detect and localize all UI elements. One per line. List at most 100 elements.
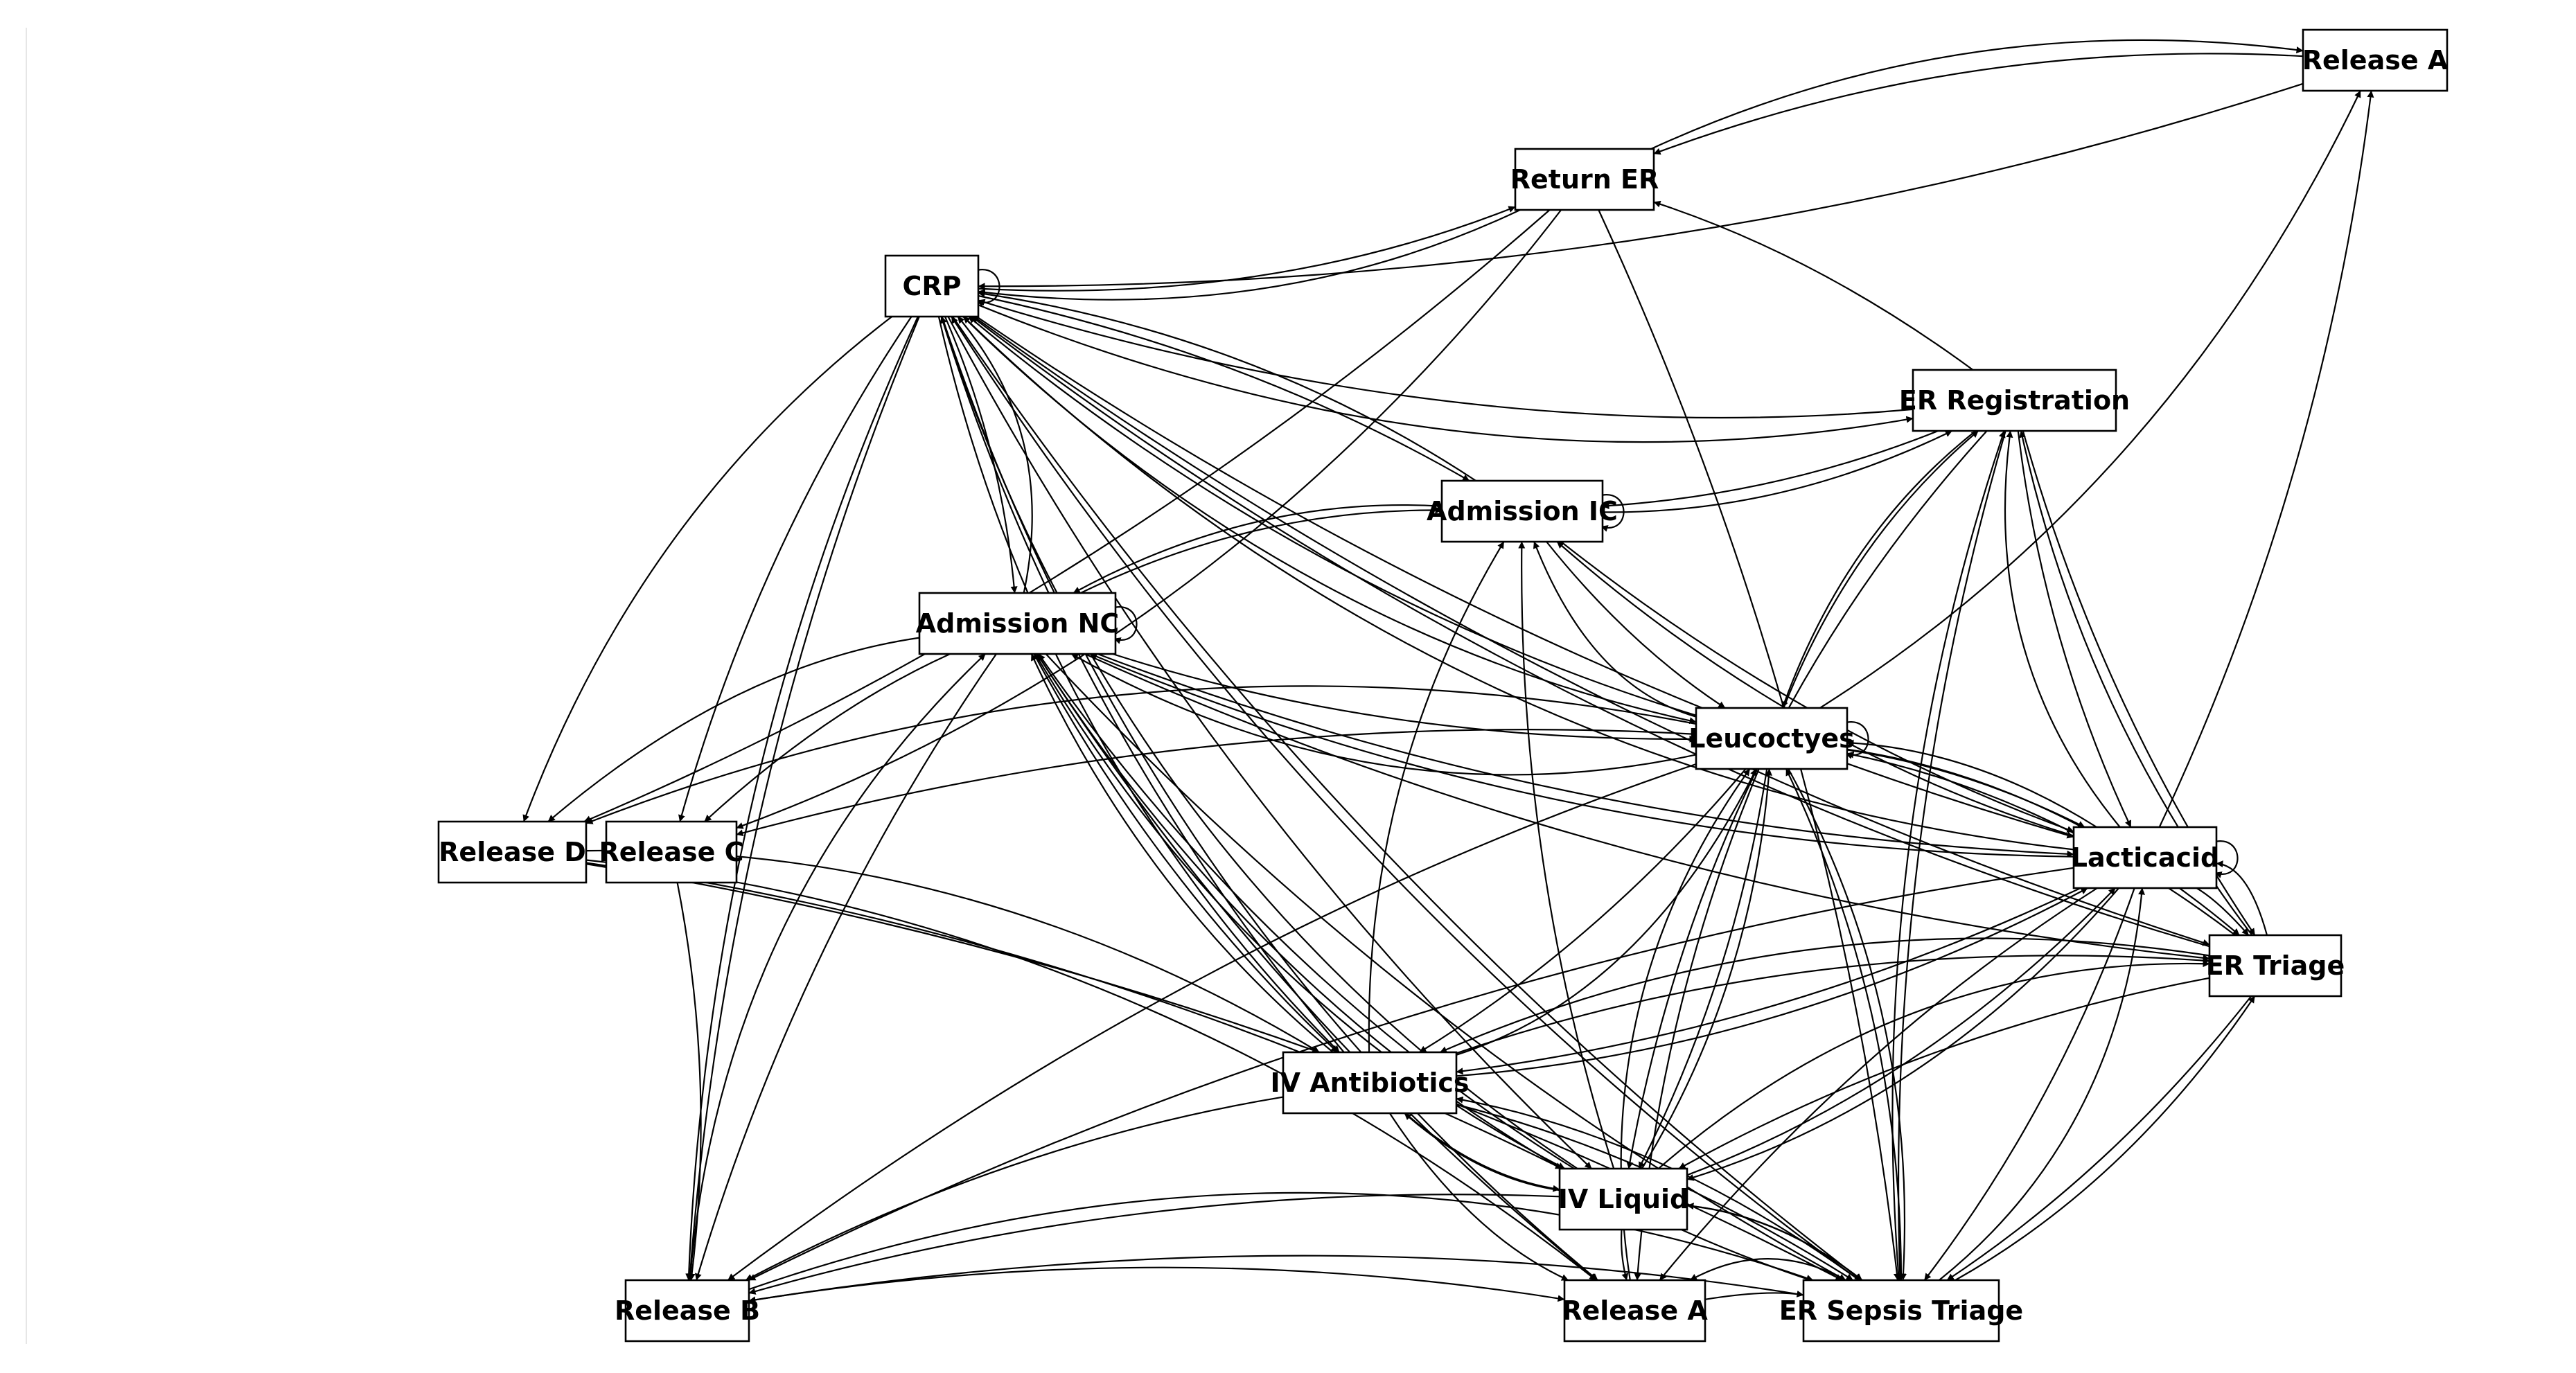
node-label: IV Liquid bbox=[1558, 1184, 1689, 1214]
edge-layer bbox=[522, 39, 2374, 1304]
edge-crp-to-er-sepsis-triage bbox=[952, 316, 1862, 1281]
edge-iv-antibiotics-to-leucocytes bbox=[1456, 768, 1757, 1056]
edge-admission-nc-to-release-c bbox=[704, 653, 951, 822]
node-label: Lacticacid bbox=[2071, 842, 2220, 873]
edge-leucocytes-to-release-c bbox=[736, 729, 1697, 837]
edge-leucocytes-to-release-d bbox=[585, 685, 1697, 824]
edge-return-er-to-crp bbox=[978, 209, 1521, 301]
edge-crp-to-lacticacid bbox=[976, 316, 2074, 839]
node-box bbox=[1912, 369, 2117, 432]
node-label: Leucoctyes bbox=[1688, 723, 1855, 754]
node-er-sepsis-triage[interactable]: ER Sepsis Triage bbox=[1779, 1279, 2023, 1343]
edge-release-a-bottom-to-er-sepsis-triage bbox=[1704, 1290, 1804, 1300]
edge-iv-liquid-to-lacticacid bbox=[1686, 887, 2116, 1176]
edge-crp-to-release-a-bottom bbox=[941, 316, 1598, 1281]
edge-iv-antibiotics-to-lacticacid bbox=[1456, 887, 2088, 1077]
edge-release-b-to-release-a-bottom bbox=[748, 1266, 1565, 1302]
node-admission-ic[interactable]: Admission IC bbox=[1427, 479, 1618, 543]
edge-admission-ic-to-er-registration bbox=[1602, 430, 1952, 513]
node-box bbox=[1802, 1279, 2000, 1343]
node-er-triage[interactable]: ER Triage bbox=[2206, 934, 2345, 998]
edge-return-er-to-release-a-top bbox=[1650, 39, 2304, 150]
node-iv-antibiotics[interactable]: IV Antibiotics bbox=[1270, 1051, 1470, 1115]
edge-admission-nc-to-crp bbox=[957, 316, 1033, 594]
edge-er-sepsis-triage-to-release-b bbox=[748, 1255, 1804, 1304]
edge-return-er-to-release-d bbox=[583, 209, 1551, 823]
node-release-c[interactable]: Release C bbox=[599, 820, 744, 884]
edge-er-triage-to-leucocytes bbox=[1846, 751, 2236, 936]
edge-iv-antibiotics-to-release-b bbox=[745, 1096, 1284, 1281]
edge-admission-nc-to-admission-ic bbox=[1080, 506, 1443, 594]
edge-er-triage-to-crp bbox=[971, 316, 2210, 948]
edge-er-registration-to-leucocytes bbox=[1781, 430, 1977, 709]
edge-crp-to-iv-liquid bbox=[947, 316, 1592, 1169]
edge-er-sepsis-triage-to-er-triage bbox=[1955, 995, 2256, 1281]
node-box bbox=[1695, 707, 1849, 770]
edge-leucocytes-to-iv-antibiotics bbox=[1419, 768, 1747, 1053]
edge-er-triage-to-lacticacid bbox=[2216, 860, 2268, 936]
edge-release-c-to-release-b bbox=[676, 882, 702, 1281]
self-loop-crp bbox=[973, 269, 1000, 307]
edge-crp-to-er-triage bbox=[973, 316, 2210, 946]
node-admission-nc[interactable]: Admission NC bbox=[916, 592, 1120, 655]
edge-admission-nc-to-leucocytes bbox=[1112, 653, 1697, 743]
edge-lacticacid-to-er-registration bbox=[2004, 430, 2121, 828]
node-release-d[interactable]: Release D bbox=[437, 820, 588, 884]
edge-return-er-to-release-c bbox=[736, 209, 1562, 829]
node-box bbox=[884, 254, 980, 318]
edge-admission-ic-to-crp bbox=[978, 290, 1476, 481]
edge-er-registration-to-crp bbox=[978, 299, 1914, 419]
edge-crp-to-iv-antibiotics bbox=[937, 316, 1340, 1053]
self-loop-layer bbox=[973, 269, 2239, 878]
self-loop-admission-ic bbox=[1598, 494, 1625, 532]
edge-admission-nc-to-release-a-bottom bbox=[1036, 653, 1598, 1281]
edge-leucocytes-to-admission-ic bbox=[1533, 541, 1697, 718]
edge-er-sepsis-triage-to-leucocytes bbox=[1785, 768, 1903, 1281]
edge-lacticacid-to-admission-ic bbox=[1556, 541, 2074, 837]
node-label: IV Antibiotics bbox=[1270, 1068, 1469, 1098]
node-release-a-bottom[interactable]: Release A bbox=[1562, 1279, 1708, 1343]
node-crp[interactable]: CRP bbox=[884, 254, 980, 318]
edge-er-triage-to-iv-antibiotics bbox=[1440, 937, 2210, 1054]
node-label: Release C bbox=[599, 837, 744, 867]
edge-leucocytes-to-er-sepsis-triage bbox=[1788, 768, 1907, 1281]
edge-er-sepsis-triage-to-lacticacid bbox=[1939, 887, 2145, 1281]
edge-leucocytes-to-crp bbox=[968, 316, 1697, 716]
edge-leucocytes-to-admission-nc bbox=[1070, 653, 1697, 776]
edge-lacticacid-to-release-a-bottom bbox=[1659, 887, 2098, 1281]
node-release-a-top[interactable]: Release A bbox=[2302, 28, 2449, 92]
edge-er-sepsis-triage-to-release-a-bottom bbox=[1689, 1258, 1846, 1281]
node-lacticacid[interactable]: Lacticacid bbox=[2071, 826, 2220, 889]
edge-admission-nc-to-release-d bbox=[547, 637, 920, 822]
edge-leucocytes-to-release-a-top bbox=[1819, 90, 2361, 709]
node-return-er[interactable]: Return ER bbox=[1510, 148, 1659, 211]
edge-admission-nc-to-iv-liquid bbox=[1034, 653, 1565, 1169]
node-box bbox=[1440, 479, 1604, 543]
node-label: ER Sepsis Triage bbox=[1779, 1295, 2023, 1326]
edge-iv-liquid-to-leucocytes bbox=[1641, 768, 1772, 1169]
node-iv-liquid[interactable]: IV Liquid bbox=[1558, 1167, 1689, 1231]
edge-iv-liquid-to-release-a-bottom bbox=[1621, 1229, 1629, 1281]
node-release-b[interactable]: Release B bbox=[615, 1279, 760, 1343]
edge-admission-nc-to-release-b bbox=[695, 653, 997, 1281]
node-er-registration[interactable]: ER Registration bbox=[1899, 369, 2130, 432]
node-label: Release D bbox=[439, 837, 586, 867]
self-loop-leucocytes bbox=[1842, 721, 1869, 759]
edge-lacticacid-to-er-sepsis-triage bbox=[1923, 887, 2135, 1281]
edge-leucocytes-to-release-b bbox=[727, 763, 1697, 1281]
self-loop-lacticacid bbox=[2212, 840, 2239, 878]
node-box bbox=[918, 592, 1117, 655]
edge-iv-antibiotics-to-admission-ic bbox=[1368, 541, 1505, 1053]
edge-lacticacid-to-crp bbox=[962, 316, 2074, 851]
edge-release-d-to-release-a-bottom bbox=[585, 859, 1597, 1281]
edge-crp-to-admission-ic bbox=[978, 294, 1470, 481]
edge-lacticacid-to-release-b bbox=[748, 867, 2074, 1281]
edge-iv-antibiotics-to-er-triage bbox=[1456, 955, 2210, 1054]
edge-er-triage-to-iv-liquid bbox=[1678, 977, 2210, 1169]
node-box bbox=[2208, 934, 2343, 998]
node-leucocytes[interactable]: Leucoctyes bbox=[1688, 707, 1855, 770]
edge-iv-liquid-to-admission-nc bbox=[1038, 653, 1575, 1169]
edge-release-b-to-er-sepsis-triage bbox=[748, 1192, 1814, 1291]
edge-iv-antibiotics-to-release-a-bottom bbox=[1388, 1113, 1569, 1281]
